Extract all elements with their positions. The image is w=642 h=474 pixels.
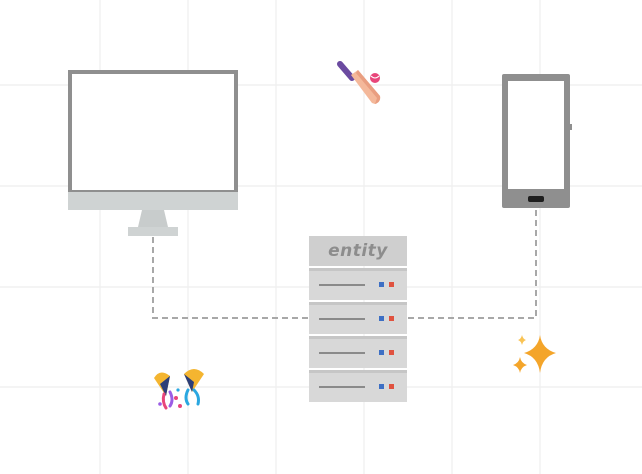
desktop-monitor-icon xyxy=(68,70,238,236)
server-rack-graphic xyxy=(309,236,407,402)
phone-to-server-connector xyxy=(406,210,537,319)
server-logo-plate xyxy=(309,236,407,266)
server-rack-icon: entity xyxy=(309,236,407,402)
server-unit-4 xyxy=(309,370,407,402)
desktop-to-server-connector xyxy=(152,237,310,319)
smartphone-icon xyxy=(502,74,572,208)
sparkles-icon xyxy=(513,335,556,373)
server-unit-2 xyxy=(309,302,407,334)
server-unit-1 xyxy=(309,268,407,300)
cricket-bat-icon xyxy=(337,61,381,104)
server-unit-3 xyxy=(309,336,407,368)
server-brand-label: entity xyxy=(328,241,388,261)
party-popper-icon xyxy=(154,369,204,410)
